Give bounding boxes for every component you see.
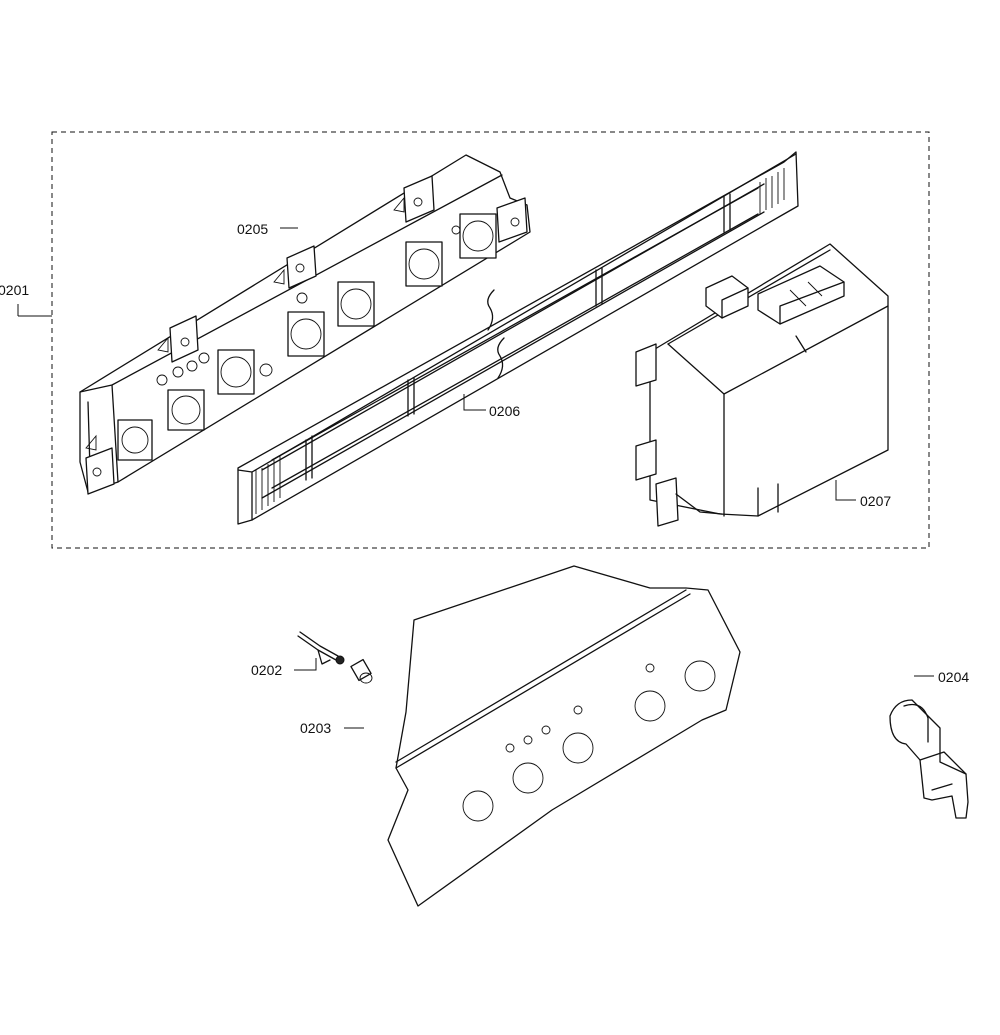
part-0202-led-lamp (297, 631, 373, 684)
part-0204-bracket (889, 699, 969, 819)
label-0204: 0204 (938, 669, 969, 685)
leader-lines (17, 227, 934, 729)
part-0205-control-module (79, 154, 531, 495)
leader-0202 (294, 658, 317, 671)
label-0205: 0205 (237, 221, 268, 237)
leader-0206 (463, 394, 486, 411)
label-0201: 0201 (0, 282, 29, 298)
label-0202: 0202 (251, 662, 282, 678)
part-0206-ribbon-cable (237, 151, 799, 525)
leader-0207 (835, 480, 856, 501)
part-0207-power-module (635, 243, 889, 527)
label-0207: 0207 (860, 493, 891, 509)
label-0206: 0206 (489, 403, 520, 419)
part-0203-fascia-panel (387, 565, 741, 907)
label-0203: 0203 (300, 720, 331, 736)
assembly-0201-boundary (51, 131, 930, 549)
